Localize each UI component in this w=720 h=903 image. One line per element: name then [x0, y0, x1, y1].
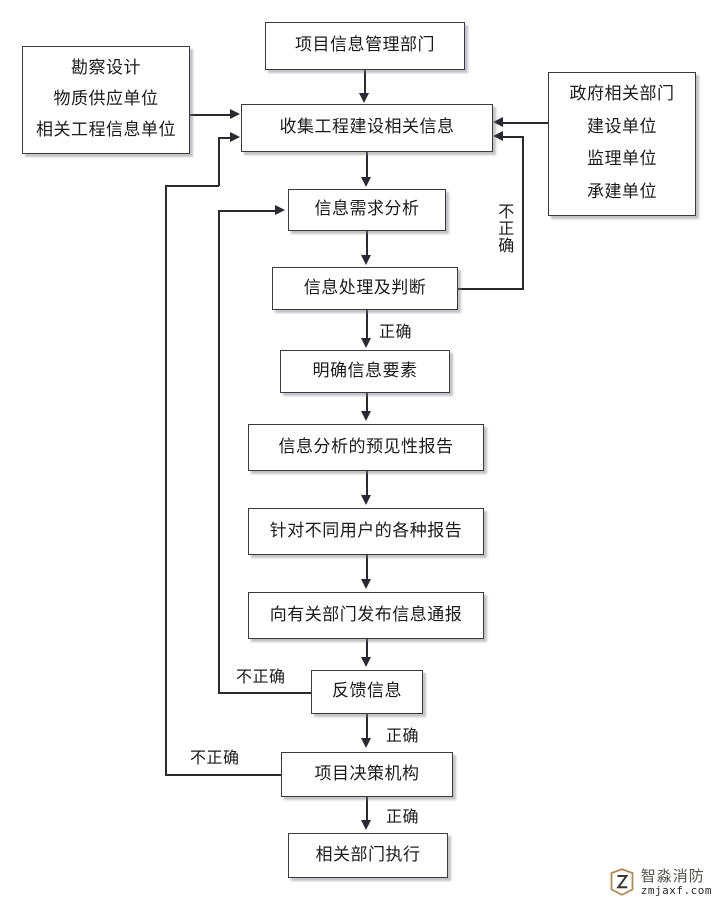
- node-clarify-elements[interactable]: 明确信息要素: [280, 350, 450, 393]
- edge-label-incorrect-right: 不正确: [498, 202, 515, 255]
- node-predictive-report-label: 信息分析的预见性报告: [278, 436, 454, 457]
- node-publish-bulletin[interactable]: 向有关部门发布信息通报: [248, 592, 484, 639]
- arrowhead-process-to-clarify: [361, 338, 371, 348]
- edge-demand-to-process: [366, 231, 368, 256]
- brand-logo-icon: [610, 868, 634, 896]
- node-collect-info[interactable]: 收集工程建设相关信息: [241, 104, 493, 152]
- edge-incorrect-decision-mid: [165, 185, 219, 187]
- node-decision-body[interactable]: 项目决策机构: [281, 752, 453, 797]
- edge-label-correct-after-decision: 正确: [386, 807, 420, 826]
- node-gov-units-line-1: 政府相关部门: [569, 84, 675, 105]
- watermark-brand: 智淼消防: [640, 866, 705, 885]
- edge-feedback-to-decision: [366, 714, 368, 739]
- edge-label-correct-after-feedback: 正确: [386, 726, 420, 745]
- node-clarify-elements-label: 明确信息要素: [312, 360, 418, 381]
- edge-incorrect-right-bottom: [458, 288, 524, 290]
- edge-incorrect-feedback-bottom: [218, 692, 312, 694]
- edge-incorrect-decision-vertical: [165, 185, 167, 775]
- node-feedback-info-label: 反馈信息: [332, 681, 402, 702]
- arrowhead-infodept-to-collect: [359, 93, 369, 103]
- edge-incorrect-feedback-top: [218, 210, 276, 212]
- edge-incorrect-right-top: [503, 136, 524, 138]
- arrowhead-demand-to-process: [361, 255, 371, 265]
- arrowhead-incorrect-right: [493, 131, 503, 141]
- arrowhead-gov-to-collect: [493, 117, 503, 127]
- edge-incorrect-right-vertical: [522, 136, 524, 289]
- node-user-reports-label: 针对不同用户的各种报告: [269, 520, 463, 541]
- watermark-text: 智淼消防 zmjaxf.com: [640, 866, 712, 897]
- node-demand-analysis-label: 信息需求分析: [314, 199, 420, 220]
- node-feedback-info[interactable]: 反馈信息: [311, 670, 423, 714]
- edge-infodept-to-collect: [364, 70, 366, 94]
- node-collect-info-label: 收集工程建设相关信息: [279, 117, 455, 138]
- node-process-judge[interactable]: 信息处理及判断: [272, 267, 458, 310]
- node-project-info-dept[interactable]: 项目信息管理部门: [265, 22, 465, 70]
- arrowhead-userreports-to-publish: [361, 579, 371, 589]
- edge-incorrect-decision-bottom: [165, 774, 282, 776]
- node-survey-design[interactable]: 勘察设计 物质供应单位 相关工程信息单位: [22, 46, 190, 154]
- arrowhead-publish-to-feedback: [361, 657, 371, 667]
- edge-incorrect-decision-top: [218, 137, 232, 139]
- edge-label-incorrect-decision: 不正确: [190, 748, 240, 767]
- edge-label-incorrect-feedback: 不正确: [236, 667, 286, 686]
- arrowhead-feedback-to-decision: [361, 738, 371, 748]
- node-gov-units-line-2: 建设单位: [587, 116, 657, 137]
- node-gov-units[interactable]: 政府相关部门 建设单位 监理单位 承建单位: [548, 72, 696, 216]
- node-survey-design-line-2: 物质供应单位: [53, 89, 159, 110]
- arrowhead-incorrect-feedback: [275, 205, 285, 215]
- arrowhead-decision-to-execute: [361, 820, 371, 830]
- node-process-judge-label: 信息处理及判断: [303, 277, 427, 298]
- node-demand-analysis[interactable]: 信息需求分析: [288, 189, 446, 231]
- edge-process-to-clarify: [366, 310, 368, 338]
- edge-gov-to-collect: [503, 122, 549, 124]
- node-project-info-dept-label: 项目信息管理部门: [295, 35, 435, 56]
- node-dept-execute[interactable]: 相关部门执行: [288, 833, 448, 878]
- watermark-url: zmjaxf.com: [640, 883, 712, 897]
- edge-publish-to-feedback: [366, 639, 368, 657]
- watermark: 智淼消防 zmjaxf.com: [607, 867, 712, 897]
- node-survey-design-line-3: 相关工程信息单位: [36, 120, 176, 141]
- edge-decision-to-execute: [366, 797, 368, 821]
- node-decision-body-label: 项目决策机构: [314, 763, 420, 784]
- edge-clarify-to-predictive: [366, 393, 368, 412]
- edge-incorrect-decision-riser: [218, 137, 220, 186]
- arrowhead-clarify-to-predictive: [361, 411, 371, 421]
- arrowhead-collect-to-demand: [361, 177, 371, 187]
- edge-survey-to-collect: [190, 114, 232, 116]
- node-dept-execute-label: 相关部门执行: [315, 844, 421, 865]
- node-gov-units-line-3: 监理单位: [587, 149, 657, 170]
- node-gov-units-line-4: 承建单位: [587, 181, 657, 202]
- edge-userreports-to-publish: [366, 555, 368, 580]
- arrowhead-predictive-to-userreports: [361, 495, 371, 505]
- node-publish-bulletin-label: 向有关部门发布信息通报: [269, 604, 463, 625]
- node-survey-design-line-1: 勘察设计: [71, 57, 141, 78]
- arrowhead-survey-to-collect: [230, 109, 240, 119]
- edge-incorrect-feedback-vertical: [218, 210, 220, 694]
- node-user-reports[interactable]: 针对不同用户的各种报告: [248, 508, 484, 555]
- node-predictive-report[interactable]: 信息分析的预见性报告: [248, 424, 484, 471]
- edge-predictive-to-userreports: [366, 471, 368, 496]
- edge-collect-to-demand: [366, 152, 368, 178]
- arrowhead-incorrect-decision: [230, 132, 240, 142]
- edge-label-correct-after-judge: 正确: [379, 322, 413, 341]
